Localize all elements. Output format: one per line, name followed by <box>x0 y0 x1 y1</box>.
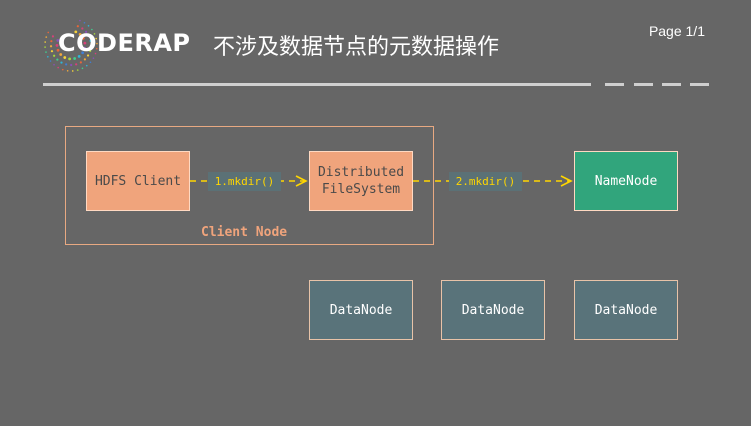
edge-label-2: 2.mkdir() <box>449 172 522 191</box>
coderap-logo-icon <box>44 19 98 72</box>
namenode-node: NameNode <box>574 151 678 211</box>
header-rule-dash <box>634 83 653 86</box>
hdfs-client-node: HDFS Client <box>86 151 190 211</box>
arrowhead-icon <box>560 175 573 187</box>
datanode-node-2: DataNode <box>441 280 545 340</box>
logo-text: CODERAP <box>58 29 191 57</box>
distributed-filesystem-node: Distributed FileSystem <box>309 151 413 211</box>
header-rule-dash <box>605 83 624 86</box>
page-title: 不涉及数据节点的元数据操作 <box>213 35 500 60</box>
datanode-node-1: DataNode <box>309 280 413 340</box>
header-rule-dash <box>662 83 681 86</box>
header-rule-dash <box>690 83 709 86</box>
page-number: Page 1/1 <box>648 23 705 39</box>
datanode-node-3: DataNode <box>574 280 678 340</box>
arrowhead-icon <box>295 175 308 187</box>
client-node-container <box>65 126 434 245</box>
client-node-label: Client Node <box>201 225 288 240</box>
header-rule <box>43 83 591 86</box>
edge-label-1: 1.mkdir() <box>208 172 281 191</box>
